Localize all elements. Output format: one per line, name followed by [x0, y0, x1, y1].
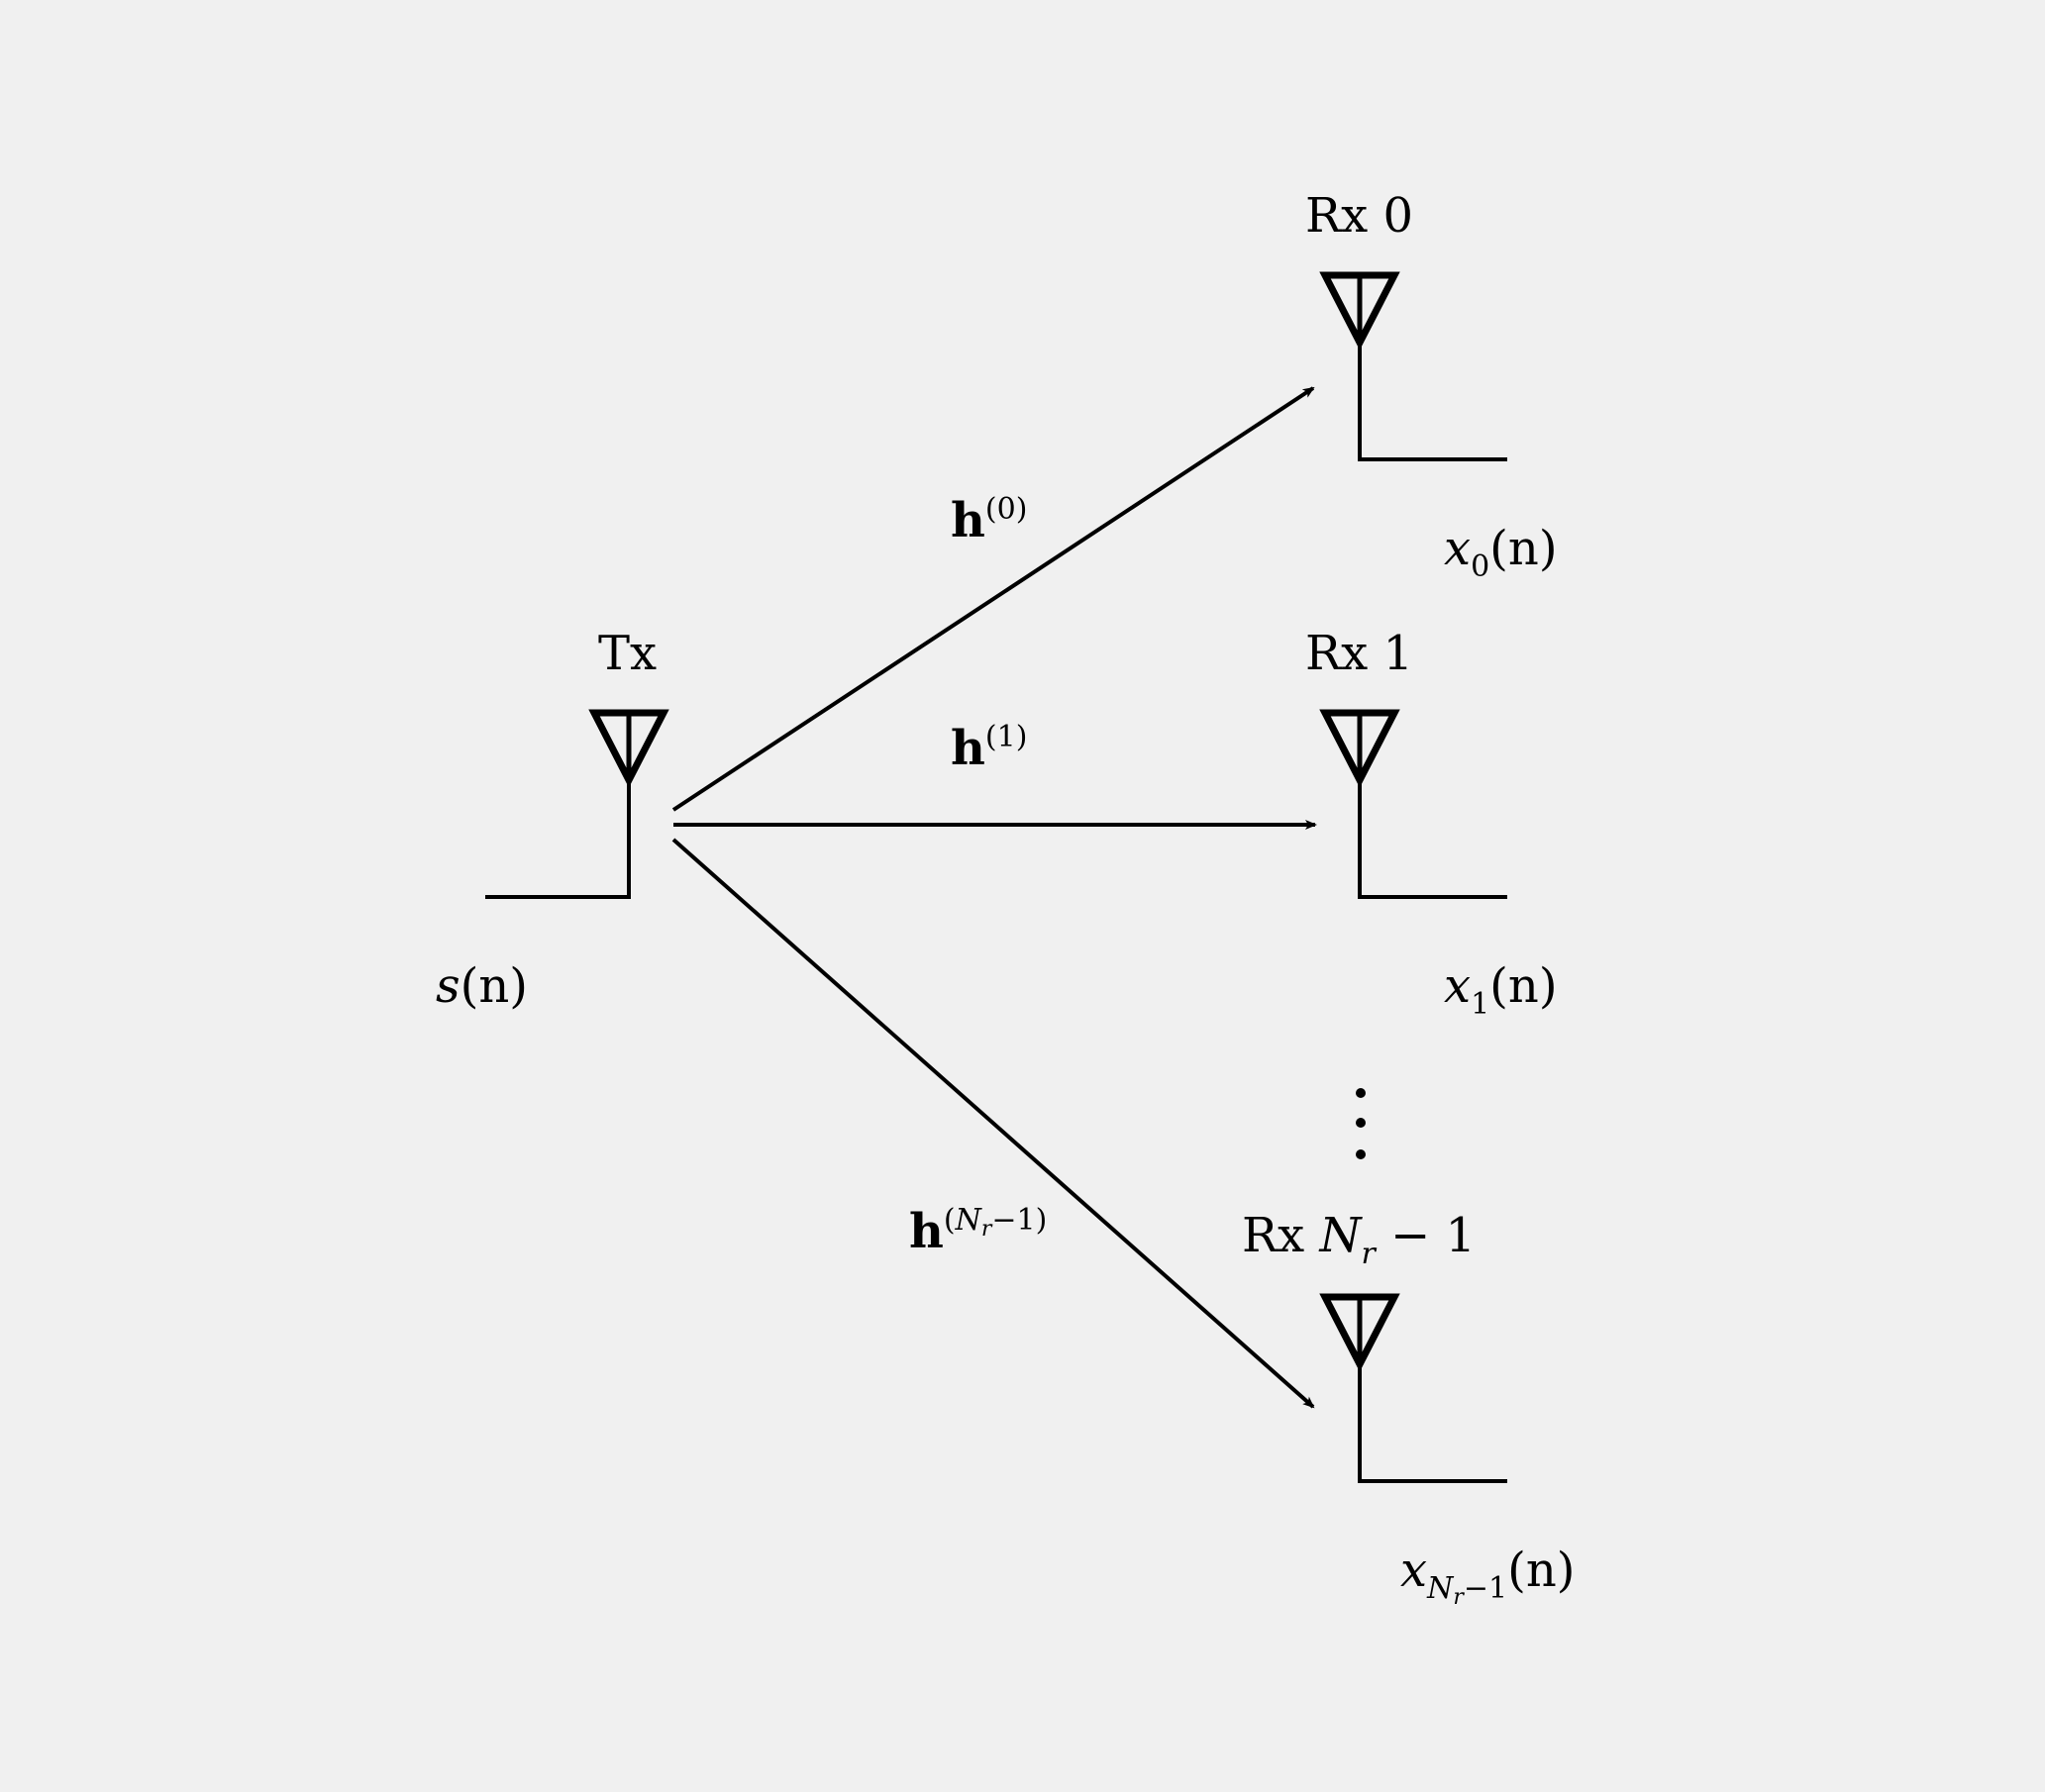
signal-arg: (n) [460, 958, 529, 1014]
chlast-base: h [909, 1204, 944, 1259]
rx0-label: Rx 0 [1305, 188, 1414, 244]
out0-arg: (n) [1489, 521, 1558, 576]
chlast-sup-rest: −1) [991, 1203, 1048, 1238]
chlast-sup-var-sub: r [980, 1217, 992, 1242]
chlast-sup-open: ( [943, 1203, 956, 1238]
rx-last-var-sub: r [1361, 1237, 1376, 1271]
out0-sub: 0 [1471, 549, 1490, 584]
chlast-sup: (Nr−1) [943, 1203, 1048, 1241]
rx1-output-signal: x1(n) [1444, 962, 1558, 1020]
channel-label-last: h(Nr−1) [909, 1206, 1047, 1256]
out0-base: x [1444, 521, 1472, 576]
outlast-base: x [1400, 1543, 1428, 1598]
signal-base: s [436, 958, 460, 1014]
rx-last-output-signal: xNr−1(n) [1400, 1546, 1575, 1609]
channel-label-0: h(0) [951, 495, 1027, 546]
rx-last-antenna-icon [1319, 1293, 1507, 1483]
tx-antenna-icon [485, 709, 669, 899]
tx-label: Tx [598, 626, 658, 681]
outlast-sub-var: N [1427, 1571, 1454, 1606]
rx1-antenna-icon [1319, 709, 1507, 899]
rx-last-suffix: − 1 [1375, 1208, 1477, 1263]
rx0-output-signal: x0(n) [1444, 525, 1558, 582]
ch0-base: h [951, 493, 985, 548]
out1-sub: 1 [1471, 987, 1490, 1022]
rx1-label: Rx 1 [1305, 626, 1414, 681]
chlast-sup-var: N [955, 1203, 981, 1238]
ch1-base: h [951, 721, 985, 776]
out1-base: x [1444, 958, 1472, 1014]
rx0-antenna-icon [1319, 271, 1507, 461]
rx-last-label: Rx Nr − 1 [1242, 1212, 1476, 1269]
outlast-arg: (n) [1507, 1543, 1576, 1598]
vertical-ellipsis-icon [1356, 1088, 1366, 1159]
ch0-sup: (0) [984, 492, 1028, 527]
channel-label-1: h(1) [951, 723, 1027, 773]
rx-last-var: N [1319, 1208, 1362, 1263]
rx-last-prefix: Rx [1242, 1208, 1320, 1263]
ch1-sup: (1) [984, 720, 1028, 754]
tx-input-signal: s(n) [436, 962, 528, 1010]
outlast-sub: Nr−1 [1427, 1571, 1508, 1609]
channel-arrow-last [671, 838, 1315, 1409]
out1-arg: (n) [1489, 958, 1558, 1014]
channel-arrow-0 [671, 386, 1315, 812]
outlast-sub-rest: −1 [1463, 1571, 1508, 1606]
outlast-sub-var-sub: r [1453, 1585, 1464, 1610]
